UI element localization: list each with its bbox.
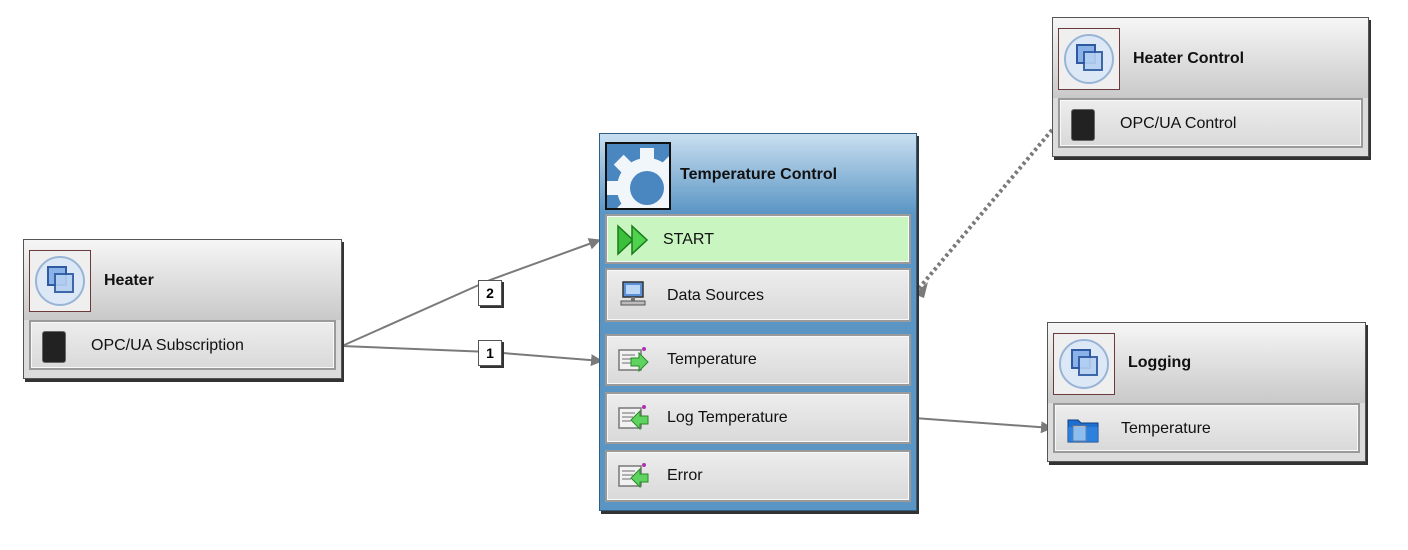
port-label: Error bbox=[667, 467, 703, 484]
port-start[interactable]: START bbox=[605, 214, 911, 264]
logging-node[interactable]: Logging Temperature bbox=[1047, 322, 1366, 462]
wire-subscription-to-temperature[interactable] bbox=[341, 345, 603, 367]
port-label: Data Sources bbox=[667, 287, 764, 304]
port-label: Temperature bbox=[667, 351, 757, 368]
port-data-sources[interactable]: Data Sources bbox=[605, 268, 911, 322]
fast-forward-icon bbox=[617, 224, 649, 256]
component-icon bbox=[1053, 333, 1115, 395]
chip-icon bbox=[39, 332, 69, 362]
heater-control-node-header[interactable]: Heater Control bbox=[1053, 18, 1368, 98]
heater-control-node[interactable]: Heater Control OPC/UA Control bbox=[1052, 17, 1369, 157]
node-title: Logging bbox=[1128, 354, 1192, 371]
port-label: START bbox=[663, 231, 714, 248]
connection-label-1[interactable]: 1 bbox=[478, 340, 502, 366]
wire-logtemperature-to-logging[interactable] bbox=[913, 417, 1053, 434]
temperature-control-node[interactable]: Temperature Control START Data Sources T… bbox=[599, 133, 917, 511]
temperature-control-node-header[interactable]: Temperature Control bbox=[600, 134, 916, 214]
gear-icon bbox=[605, 142, 671, 210]
heater-node-header[interactable]: Heater bbox=[24, 240, 341, 320]
logging-node-header[interactable]: Logging bbox=[1048, 323, 1365, 403]
port-log-temperature[interactable]: Log Temperature bbox=[605, 392, 911, 444]
folder-icon bbox=[1067, 419, 1099, 443]
message-out-icon bbox=[618, 405, 649, 431]
computer-icon bbox=[620, 281, 646, 306]
port-error[interactable]: Error bbox=[605, 450, 911, 502]
chip-icon bbox=[1068, 110, 1098, 140]
port-logging-temperature[interactable]: Temperature bbox=[1053, 403, 1360, 453]
node-title: Heater Control bbox=[1133, 50, 1245, 67]
component-icon bbox=[29, 250, 91, 312]
port-label: OPC/UA Control bbox=[1120, 115, 1237, 132]
port-label: OPC/UA Subscription bbox=[91, 337, 244, 354]
heater-node[interactable]: Heater OPC/UA Subscription bbox=[23, 239, 342, 379]
node-title: Temperature Control bbox=[680, 166, 838, 183]
component-icon bbox=[1058, 28, 1120, 90]
connection-label-2[interactable]: 2 bbox=[478, 280, 502, 306]
port-label: Log Temperature bbox=[667, 409, 788, 426]
port-opcua-subscription[interactable]: OPC/UA Subscription bbox=[29, 320, 336, 370]
wire-datasources-to-opcua-control[interactable] bbox=[913, 122, 1059, 295]
wire-subscription-to-start[interactable] bbox=[341, 238, 601, 347]
port-temperature[interactable]: Temperature bbox=[605, 334, 911, 386]
port-label: Temperature bbox=[1121, 420, 1211, 437]
message-out-icon bbox=[618, 463, 649, 489]
message-in-icon bbox=[618, 347, 649, 373]
port-opcua-control[interactable]: OPC/UA Control bbox=[1058, 98, 1363, 148]
node-title: Heater bbox=[104, 272, 154, 289]
